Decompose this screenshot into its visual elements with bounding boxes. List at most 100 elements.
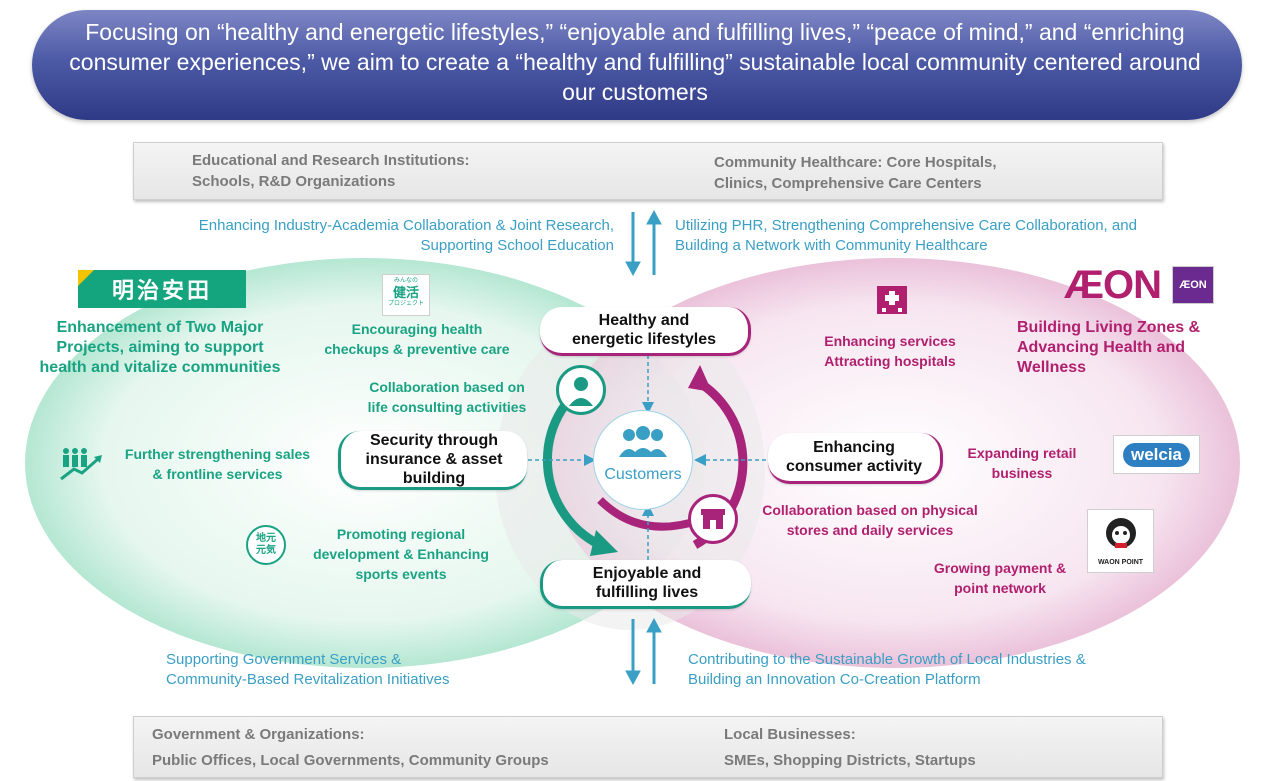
- regional-text: Promoting regional development & Enhanci…: [286, 524, 516, 584]
- stores-line1: Collaboration based on physical: [762, 502, 978, 518]
- minna-main: 健活: [392, 285, 419, 300]
- top-left-link-text: Enhancing Industry-Academia Collaboratio…: [100, 216, 614, 256]
- regional-line1: Promoting regional: [336, 526, 466, 542]
- education-line1: Educational and Research Institutions:: [192, 152, 470, 169]
- right-heading-line2: Advancing Health and: [1017, 339, 1186, 356]
- left-heading-line1: Enhancement of Two Major: [56, 319, 264, 336]
- bottom-left-link-text: Supporting Government Services & Communi…: [166, 650, 546, 690]
- business-line1: Local Businesses:: [724, 726, 856, 743]
- pill-security-line1: Security through: [369, 431, 498, 449]
- hospitals-line2: Attracting hospitals: [824, 353, 956, 369]
- consultant-icon: [556, 365, 606, 415]
- left-heading-line3: health and vitalize communities: [39, 359, 281, 376]
- pill-enjoyable-line2: fulfilling lives: [595, 584, 699, 601]
- top-left-line2: Supporting School Education: [420, 237, 614, 254]
- payment-line2: point network: [954, 580, 1046, 596]
- payment-line1: Growing payment &: [933, 560, 1067, 576]
- retail-line2: business: [991, 465, 1053, 481]
- welcia-logo: welcia: [1113, 435, 1200, 474]
- sales-text: Further strengthening sales & frontline …: [100, 444, 335, 484]
- pill-healthy-line1: Healthy and: [598, 312, 690, 329]
- government-line1: Government & Organizations:: [152, 726, 365, 743]
- customers-label: Customers: [604, 466, 682, 483]
- pill-consumer-line2: consumer activity: [785, 458, 923, 475]
- minna-kenkatsu-logo: みんなの 健活 プロジェクト: [382, 274, 430, 316]
- top-left-line1: Enhancing Industry-Academia Collaboratio…: [198, 217, 614, 234]
- pill-security: Security through insurance & asset build…: [338, 431, 527, 490]
- pill-healthy-line2: energetic lifestyles: [571, 331, 717, 348]
- minna-bottom: プロジェクト: [387, 301, 424, 307]
- hospital-icon: [875, 282, 909, 316]
- community-healthcare: Community Healthcare: Core Hospitals, Cl…: [714, 152, 1134, 194]
- retail-text: Expanding retail business: [952, 443, 1092, 483]
- retail-line1: Expanding retail: [967, 445, 1077, 461]
- hospitals-line1: Enhancing services: [824, 333, 956, 349]
- jimoto-line1: 地元: [256, 533, 276, 544]
- store-icon: [688, 494, 738, 544]
- pill-enjoyable-lives: Enjoyable and fulfilling lives: [540, 560, 751, 609]
- jimoto-line2: 元気: [256, 545, 276, 556]
- stores-line2: stores and daily services: [786, 522, 954, 538]
- checkups-line2: checkups & preventive care: [324, 341, 510, 357]
- top-exchange-arrows: [625, 209, 662, 277]
- checkups-text: Encouraging health checkups & preventive…: [297, 319, 537, 359]
- meiji-yasuda-logo: 明治安田: [78, 270, 246, 308]
- government-line2: Public Offices, Local Governments, Commu…: [152, 752, 549, 769]
- left-heading-line2: Projects, aiming to support: [56, 339, 264, 356]
- healthcare-line1: Community Healthcare: Core Hospitals,: [714, 154, 997, 171]
- magenta-cycle-lower: [597, 497, 702, 531]
- bottom-right-link-text: Contributing to the Sustainable Growth o…: [688, 650, 1208, 690]
- sales-line2: & frontline services: [152, 466, 283, 482]
- headline-text: Focusing on “healthy and energetic lifes…: [69, 19, 1201, 105]
- top-right-line1: Utilizing PHR, Strengthening Comprehensi…: [675, 217, 1137, 234]
- pill-security-line2: insurance & asset: [365, 450, 503, 468]
- sales-growth-icon: [58, 443, 104, 483]
- consulting-line1: Collaboration based on: [369, 379, 525, 395]
- aeon-financial-text: ÆON: [1179, 279, 1207, 291]
- meiji-logo-corner: [78, 270, 94, 286]
- teal-cycle-arrowhead: [590, 530, 618, 556]
- right-heading: Building Living Zones & Advancing Health…: [1017, 318, 1247, 378]
- healthcare-line2: Clinics, Comprehensive Care Centers: [714, 175, 982, 192]
- customers-icon: [619, 426, 667, 457]
- top-right-line2: Building a Network with Community Health…: [675, 237, 988, 254]
- pill-consumer-activity: Enhancing consumer activity: [768, 433, 943, 484]
- pill-healthy-lifestyles: Healthy and energetic lifestyles: [540, 307, 751, 356]
- education-institutions: Educational and Research Institutions: S…: [192, 150, 612, 192]
- education-line2: Schools, R&D Organizations: [192, 173, 396, 190]
- bottom-exchange-arrows: [625, 617, 662, 686]
- sales-line1: Further strengthening sales: [124, 446, 311, 462]
- magenta-cycle-arrowhead: [688, 365, 712, 392]
- aeon-logo: ÆON: [1064, 263, 1162, 307]
- pill-security-line3: building: [402, 469, 466, 487]
- top-stakeholder-box: [133, 142, 1163, 200]
- bottom-stakeholder-box: [133, 716, 1163, 778]
- customers-circle: Customers: [593, 410, 693, 510]
- bottom-right-line1: Contributing to the Sustainable Growth o…: [688, 651, 1086, 668]
- consulting-text: Collaboration based on life consulting a…: [337, 377, 557, 417]
- jimoto-genki-logo: 地元 元気: [246, 525, 286, 565]
- pill-enjoyable-line1: Enjoyable and: [592, 565, 702, 582]
- right-heading-line1: Building Living Zones &: [1017, 319, 1201, 336]
- minna-top: みんなの: [393, 278, 418, 284]
- regional-line2: development & Enhancing: [313, 546, 489, 562]
- stores-text: Collaboration based on physical stores a…: [745, 500, 995, 540]
- headline-banner: [32, 10, 1242, 120]
- left-heading: Enhancement of Two Major Projects, aimin…: [15, 318, 305, 378]
- bottom-left-line2: Community-Based Revitalization Initiativ…: [166, 671, 450, 688]
- checkups-line1: Encouraging health: [351, 321, 483, 337]
- waon-point-logo: WAON POINT: [1087, 509, 1154, 573]
- government-organizations: Government & Organizations: Public Offic…: [152, 722, 652, 774]
- top-right-link-text: Utilizing PHR, Strengthening Comprehensi…: [675, 216, 1255, 256]
- business-line2: SMEs, Shopping Districts, Startups: [724, 752, 976, 769]
- waon-text: WAON POINT: [1097, 559, 1144, 566]
- regional-line3: sports events: [355, 566, 447, 582]
- pill-consumer-line1: Enhancing: [813, 439, 895, 456]
- bottom-right-line2: Building an Innovation Co-Creation Platf…: [688, 671, 981, 688]
- aeon-financial-logo: ÆON: [1172, 266, 1214, 304]
- payment-text: Growing payment & point network: [910, 558, 1090, 598]
- hospitals-text: Enhancing services Attracting hospitals: [790, 331, 990, 371]
- bottom-left-line1: Supporting Government Services &: [166, 651, 402, 668]
- local-businesses: Local Businesses: SMEs, Shopping Distric…: [724, 722, 1124, 774]
- right-heading-line3: Wellness: [1017, 359, 1087, 376]
